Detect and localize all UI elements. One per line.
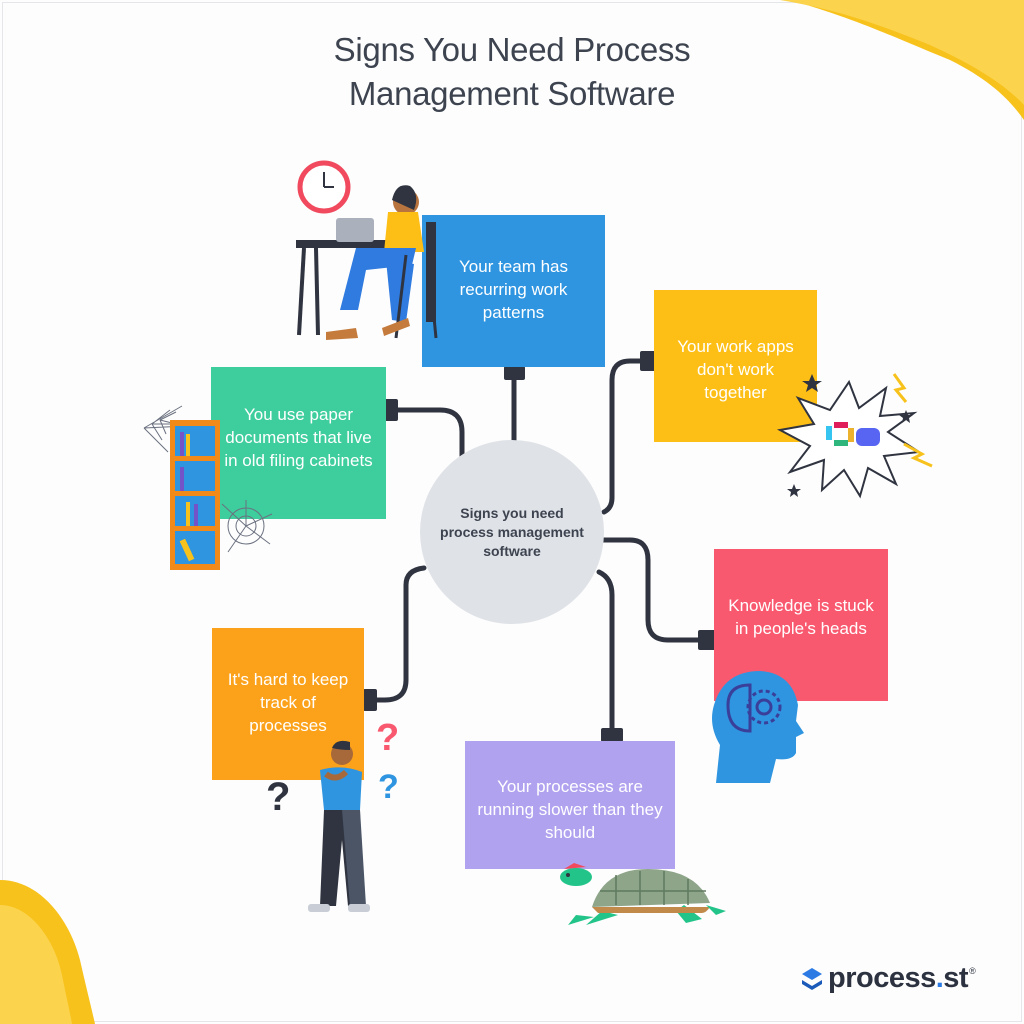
center-node: Signs you need process management softwa… [420, 440, 604, 624]
wire-knowledge [594, 537, 719, 643]
wall-clock-icon [297, 160, 351, 214]
card-paper-docs: You use paper documents that live in old… [211, 367, 386, 519]
plug-recurring [504, 366, 525, 380]
plug-paper-docs [384, 399, 398, 421]
spiderweb-icon [143, 405, 187, 453]
title-line-2: Management Software [348, 75, 676, 112]
process-st-wordmark: process.st [828, 962, 969, 995]
wire-work-apps [601, 358, 659, 515]
title-line-1: Signs You Need Process [333, 31, 691, 68]
card-slow-processes: Your processes are running slower than t… [465, 741, 675, 869]
wire-slow [596, 569, 615, 743]
registered-mark: ® [969, 966, 976, 976]
card-knowledge-stuck-text: Knowledge is stuck in people's heads [728, 596, 874, 638]
plug-work-apps [640, 351, 658, 371]
card-recurring-work-text: Your team has recurring work patterns [459, 257, 568, 322]
thinking-man-icon: ? ? ? [266, 717, 399, 912]
question-mark-icon: ? [378, 768, 399, 806]
spiderweb-icon [221, 500, 273, 553]
card-slow-processes-text: Your processes are running slower than t… [477, 777, 663, 842]
logo-name: process [828, 962, 936, 994]
process-st-logo-icon [802, 967, 822, 990]
plug-slow [601, 728, 623, 742]
head-brain-icon [712, 671, 804, 783]
card-work-apps: Your work apps don't work together [654, 290, 817, 442]
card-work-apps-text: Your work apps don't work together [677, 337, 794, 402]
logo-suffix: st [943, 962, 969, 994]
logo-dot: . [935, 962, 944, 994]
plug-track [363, 689, 377, 711]
bookshelf-icon [143, 405, 273, 570]
process-st-logo[interactable]: process.st ® [798, 962, 976, 995]
wire-track [360, 565, 427, 703]
page-title: Signs You Need Process Management Softwa… [212, 28, 812, 116]
center-label: Signs you need process management softwa… [440, 504, 584, 559]
app-clash-burst-icon [776, 373, 933, 499]
card-recurring-work: Your team has recurring work patterns [422, 215, 605, 367]
top-right-blob-light [780, 0, 1024, 105]
wire-paper-docs [382, 407, 465, 463]
turtle-icon [560, 863, 726, 925]
question-mark-icon: ? [266, 775, 290, 819]
woman-at-desk-icon [296, 160, 438, 340]
card-track-processes-text: It's hard to keep track of processes [227, 670, 349, 735]
card-paper-docs-text: You use paper documents that live in old… [224, 405, 373, 470]
question-mark-icon: ? [376, 717, 399, 759]
bottom-left-blob-light [0, 905, 72, 1024]
plug-knowledge [698, 630, 716, 650]
